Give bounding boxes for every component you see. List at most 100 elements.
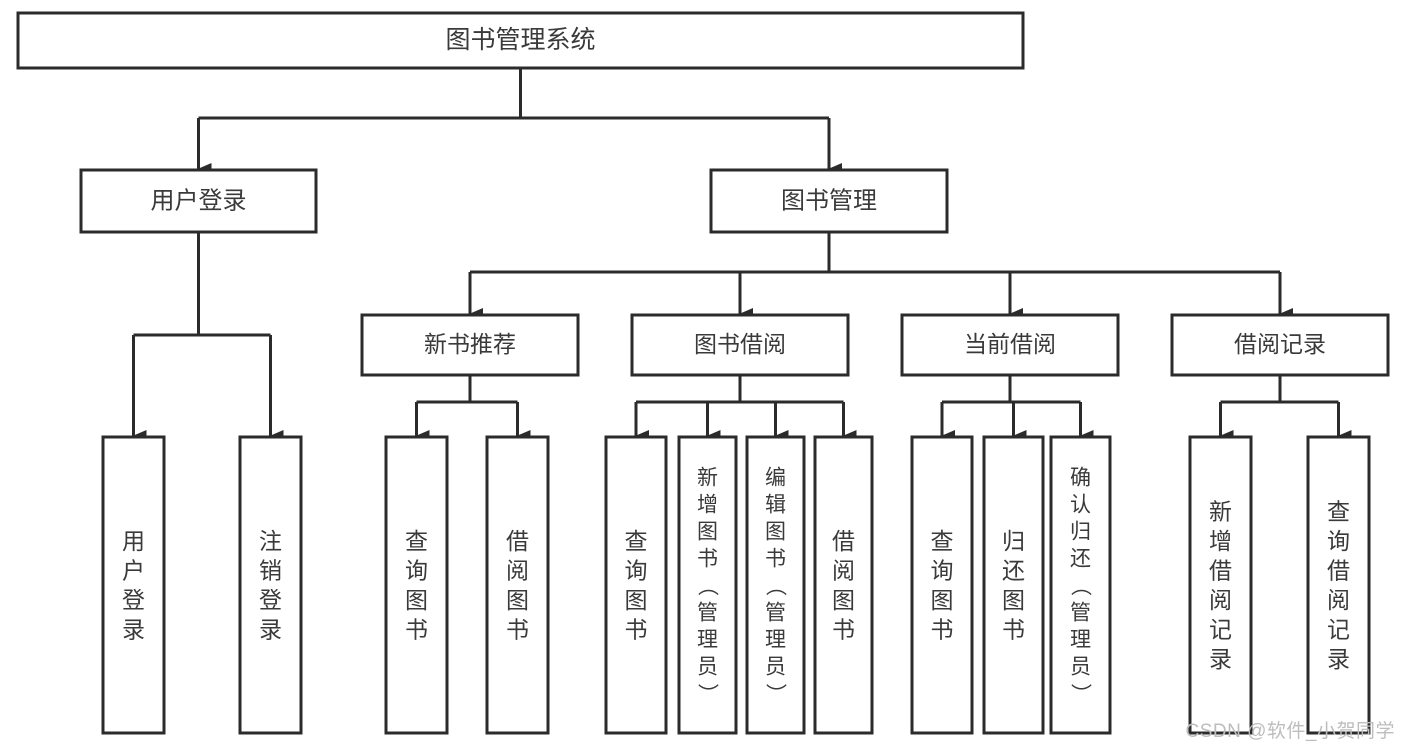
node-leaf-edit-book-label-char: 理 [765, 629, 786, 652]
node-leaf-borrow-book-1-label-char: 阅 [506, 558, 529, 584]
node-leaf-user-login-label-char: 录 [122, 617, 145, 643]
node-new-book-recommend-label: 新书推荐 [424, 331, 516, 357]
node-book-borrow[interactable]: 图书借阅 [630, 313, 850, 377]
node-leaf-user-logout-label-char: 录 [259, 617, 282, 643]
node-leaf-borrow-book-2-label-char: 阅 [832, 558, 855, 584]
node-root-system-box[interactable] [16, 11, 1025, 70]
node-leaf-add-record-label-char: 借 [1209, 558, 1232, 584]
node-leaf-confirm-return-label-char: 管 [1070, 602, 1091, 625]
node-user-login-label: 用户登录 [151, 187, 247, 214]
node-leaf-return-book-box[interactable] [982, 435, 1045, 735]
node-leaf-add-book-label-char: 新 [697, 467, 718, 490]
node-leaf-add-book-label-char: （ [696, 575, 719, 596]
node-current-borrow[interactable]: 当前借阅 [900, 313, 1120, 377]
node-leaf-borrow-book-2-label-char: 书 [832, 617, 855, 643]
node-leaf-add-record-label-char: 录 [1209, 646, 1232, 672]
node-leaf-query-record-label-char: 询 [1327, 528, 1350, 554]
node-leaf-add-book-label-char: 员 [697, 656, 718, 679]
node-leaf-user-login-label-char: 户 [122, 558, 145, 584]
node-leaf-user-logout-box[interactable] [238, 435, 303, 735]
node-root-system[interactable]: 图书管理系统 [16, 11, 1025, 70]
node-current-borrow-box[interactable] [900, 313, 1120, 377]
node-leaf-borrow-book-1-box[interactable] [485, 435, 550, 735]
node-leaf-user-login[interactable]: 用户登录 [101, 435, 166, 735]
node-leaf-query-book-2-box[interactable] [604, 435, 668, 735]
node-leaf-query-book-1-box[interactable] [384, 435, 449, 735]
node-leaf-user-logout-label-char: 注 [259, 528, 282, 554]
node-leaf-user-logout-label-char: 登 [259, 587, 282, 613]
node-leaf-add-book-label-char: ） [696, 683, 719, 704]
node-leaf-query-book-2-label-char: 图 [625, 587, 648, 613]
node-leaf-add-record-label-char: 记 [1209, 617, 1232, 643]
node-leaf-edit-book-label-char: 编 [765, 467, 786, 490]
node-leaf-query-book-3-label-char: 图 [931, 587, 954, 613]
node-user-login-box[interactable] [79, 168, 318, 234]
node-leaf-edit-book-label-char: ） [764, 683, 787, 704]
node-leaf-query-book-1-label-char: 图 [405, 587, 428, 613]
node-new-book-recommend[interactable]: 新书推荐 [360, 313, 580, 377]
node-leaf-add-book-label-char: 理 [697, 629, 718, 652]
node-book-manage-label: 图书管理 [781, 187, 877, 214]
node-book-manage[interactable]: 图书管理 [709, 168, 949, 234]
node-layer: 图书管理系统用户登录图书管理新书推荐图书借阅当前借阅借阅记录用户登录注销登录查询… [16, 11, 1390, 735]
node-leaf-query-book-1-label-char: 查 [405, 528, 428, 554]
node-leaf-query-record-label-char: 查 [1327, 499, 1350, 525]
node-borrow-record-label: 借阅记录 [1234, 331, 1326, 357]
node-borrow-record-box[interactable] [1170, 313, 1390, 377]
node-leaf-query-book-3-box[interactable] [910, 435, 974, 735]
node-leaf-edit-book-label-char: 辑 [765, 494, 786, 517]
node-borrow-record[interactable]: 借阅记录 [1170, 313, 1390, 377]
node-current-borrow-label: 当前借阅 [964, 331, 1056, 357]
node-book-borrow-box[interactable] [630, 313, 850, 377]
node-leaf-query-record-label-char: 阅 [1327, 587, 1350, 613]
node-leaf-confirm-return-box[interactable] [1049, 435, 1112, 735]
node-leaf-user-logout-label-char: 销 [259, 558, 282, 584]
node-leaf-edit-book-label-char: （ [764, 575, 787, 596]
node-leaf-confirm-return-label-char: 还 [1070, 548, 1091, 571]
edge-layer [132, 68, 1352, 442]
node-leaf-add-book-label-char: 增 [697, 494, 718, 517]
node-leaf-confirm-return-label-char: 员 [1070, 656, 1091, 679]
node-leaf-confirm-return-label-char: （ [1069, 575, 1092, 596]
node-leaf-query-record-label-char: 录 [1327, 646, 1350, 672]
node-leaf-confirm-return-label-char: 理 [1070, 629, 1091, 652]
node-leaf-query-book-3-label-char: 查 [931, 528, 954, 554]
node-book-manage-box[interactable] [709, 168, 949, 234]
node-leaf-return-book-label-char: 图 [1002, 587, 1025, 613]
node-leaf-confirm-return-label-char: 确 [1070, 467, 1091, 490]
node-leaf-borrow-book-2-label-char: 图 [832, 587, 855, 613]
node-leaf-return-book-label-char: 归 [1002, 528, 1025, 554]
node-leaf-borrow-book-1-label-char: 书 [506, 617, 529, 643]
node-leaf-query-book-1-label-char: 询 [405, 558, 428, 584]
node-leaf-add-book-label-char: 书 [697, 548, 718, 571]
node-leaf-borrow-book-2-box[interactable] [813, 435, 874, 735]
node-new-book-recommend-box[interactable] [360, 313, 580, 377]
node-leaf-add-book-box[interactable] [677, 435, 738, 735]
node-leaf-edit-book-box[interactable] [745, 435, 806, 735]
node-leaf-user-login-box[interactable] [101, 435, 166, 735]
node-leaf-query-record-box[interactable] [1306, 435, 1371, 735]
node-leaf-add-book-label-char: 管 [697, 602, 718, 625]
node-leaf-borrow-book-2-label-char: 借 [832, 528, 855, 554]
node-leaf-return-book-label-char: 还 [1002, 558, 1025, 584]
node-leaf-edit-book-label-char: 员 [765, 656, 786, 679]
node-leaf-user-login-label-char: 用 [122, 528, 145, 554]
node-book-borrow-label: 图书借阅 [694, 331, 786, 357]
node-leaf-add-record-box[interactable] [1188, 435, 1253, 735]
node-leaf-add-record-label-char: 新 [1209, 499, 1232, 525]
node-user-login[interactable]: 用户登录 [79, 168, 318, 234]
node-leaf-borrow-book-1-label-char: 图 [506, 587, 529, 613]
